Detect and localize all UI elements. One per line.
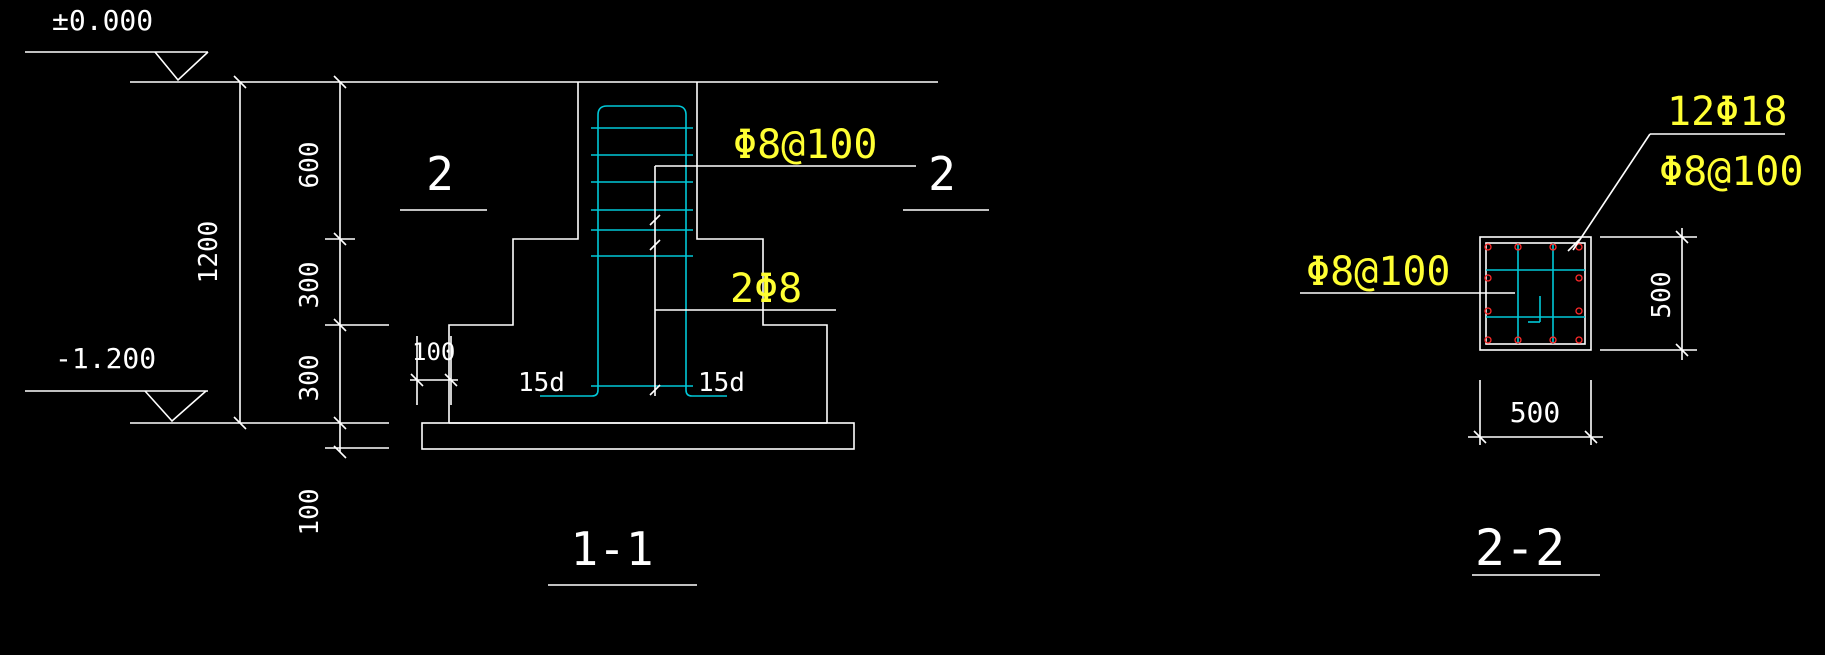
dimension-texts: 1200 600 300 300 100 (194, 142, 325, 536)
hook-length-left: 15d (518, 368, 565, 398)
elevation-bottom-label: -1.200 (55, 342, 156, 375)
dim-100: 100 (295, 489, 325, 536)
hook-length-right: 15d (698, 368, 745, 398)
section-cut-mark-left: 2 (400, 147, 487, 211)
rebar-cage (540, 105, 727, 397)
section-cut-mark-right: 2 (903, 147, 989, 211)
section-title-1-1-label: 1-1 (570, 522, 653, 576)
section-title-2-2-label: 2-2 (1475, 519, 1565, 577)
column-section-2-2 (1300, 133, 1785, 445)
section-title-1-1: 1-1 (548, 522, 697, 586)
step-dim-100: 100 (412, 338, 455, 366)
bars-annotation-1-1: 2Φ8 (730, 266, 802, 312)
elevation-top-label: ±0.000 (52, 4, 153, 37)
dim-300-lower: 300 (295, 355, 325, 402)
dim-1200: 1200 (194, 221, 224, 284)
foundation-section-1-1 (410, 82, 855, 450)
leader-lines (649, 165, 916, 396)
main-bars-annotation-2-2: 12Φ18 (1667, 89, 1787, 135)
stirrup-annotation-2-2-left: Φ8@100 (1306, 249, 1451, 295)
stirrup-annotation-2-2-right: Φ8@100 (1659, 149, 1804, 195)
dim-height-500: 500 (1647, 272, 1677, 319)
cut-mark-left-label: 2 (426, 147, 454, 201)
elevation-marker-bottom: -1.200 (25, 342, 208, 423)
cut-mark-right-label: 2 (928, 147, 956, 201)
elevation-marker-top: ±0.000 (25, 4, 209, 82)
dim-300-upper: 300 (295, 262, 325, 309)
dimension-lines (130, 75, 938, 459)
dim-600: 600 (295, 142, 325, 189)
section-title-2-2: 2-2 (1472, 519, 1600, 577)
stirrup-annotation-1-1: Φ8@100 (733, 122, 878, 168)
dim-width-500: 500 (1510, 396, 1561, 429)
